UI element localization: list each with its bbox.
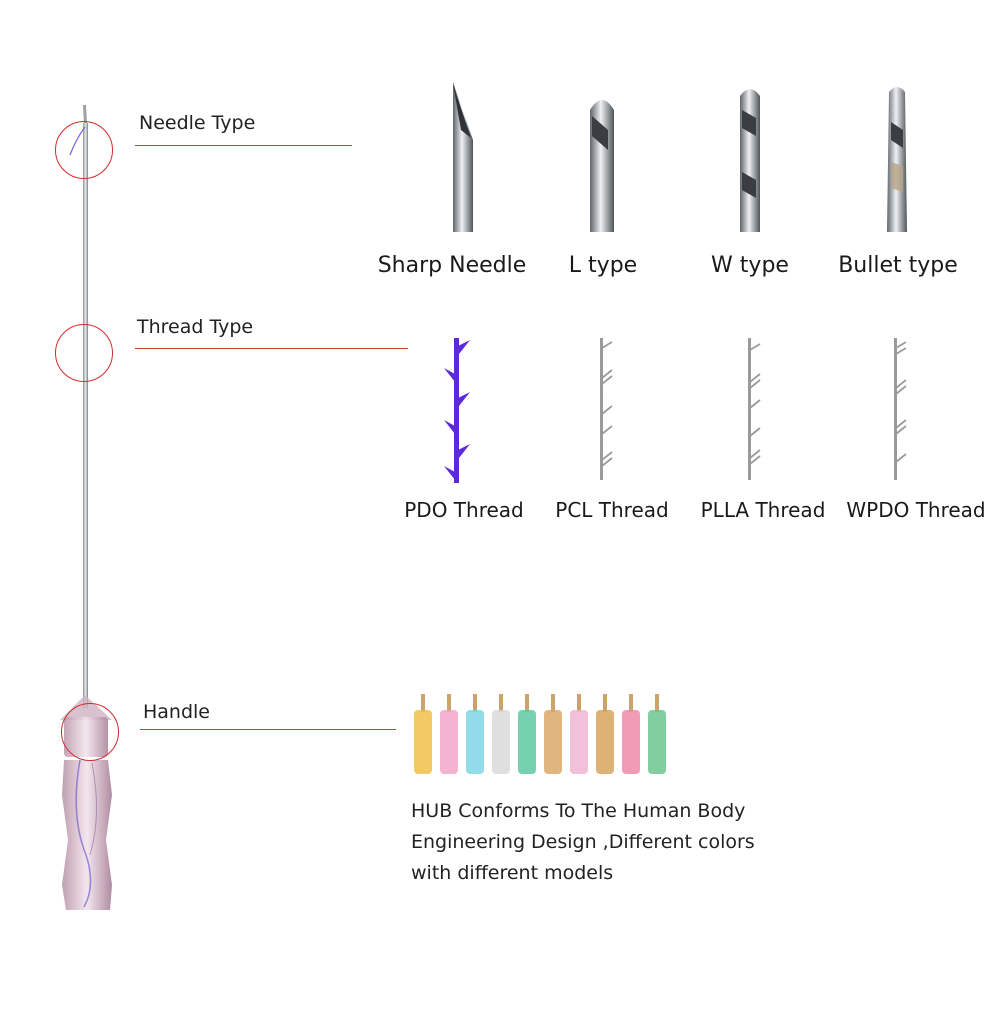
hub-tip <box>577 694 581 712</box>
hub-body <box>518 710 536 774</box>
thread-callout-circle <box>55 324 113 382</box>
hub-tip <box>447 694 451 712</box>
handle-description: HUB Conforms To The Human Body Engineeri… <box>411 796 831 889</box>
thread-wpdo <box>894 338 907 480</box>
needle-type-rule <box>135 145 352 146</box>
hub-body <box>544 710 562 774</box>
thread-type-name: WPDO Thread <box>846 498 986 522</box>
handle-description-line: Engineering Design ,Different colors <box>411 831 755 853</box>
hub-body <box>466 710 484 774</box>
handle-description-line: with different models <box>411 862 614 884</box>
needle-tip-bullet <box>887 87 907 232</box>
hub-body <box>414 710 432 774</box>
hub-tip <box>551 694 555 712</box>
handle-callout-circle <box>61 703 119 761</box>
thread-type-name: PCL Thread <box>555 498 669 522</box>
thread-type-name: PLLA Thread <box>700 498 826 522</box>
hub-body <box>648 710 666 774</box>
needle-type-name: W type <box>711 253 789 278</box>
hub-body <box>492 710 510 774</box>
needle-type-name: L type <box>568 253 638 278</box>
hub-tip <box>655 694 659 712</box>
cannula-illustration <box>60 105 112 910</box>
handle-description-line: HUB Conforms To The Human Body <box>411 800 746 822</box>
hub-body <box>596 710 614 774</box>
thread-pcl <box>600 338 613 480</box>
hub-tip <box>603 694 607 712</box>
hub-color-variants <box>414 694 666 774</box>
thread-plla <box>748 338 761 480</box>
needle-type-name: Sharp Needle <box>377 253 527 278</box>
thread-type-rule <box>135 348 408 349</box>
hub-body <box>570 710 588 774</box>
handle-rule <box>140 729 396 730</box>
needle-type-label: Needle Type <box>139 112 256 134</box>
needle-tip-w <box>740 89 760 232</box>
hub-body <box>440 710 458 774</box>
hub-tip <box>473 694 477 712</box>
needle-callout-circle <box>55 121 113 179</box>
thread-pdo <box>444 338 470 483</box>
thread-type-label: Thread Type <box>137 316 254 338</box>
handle-label: Handle <box>143 701 211 723</box>
thread-type-name: PDO Thread <box>404 498 524 522</box>
needle-type-name: Bullet type <box>838 253 958 278</box>
needle-tip-l <box>590 100 614 232</box>
hub-tip <box>421 694 425 712</box>
needle-tip-sharp <box>453 82 473 232</box>
hub-tip <box>499 694 503 712</box>
hub-body <box>622 710 640 774</box>
hub-tip <box>525 694 529 712</box>
hub-tip <box>629 694 633 712</box>
